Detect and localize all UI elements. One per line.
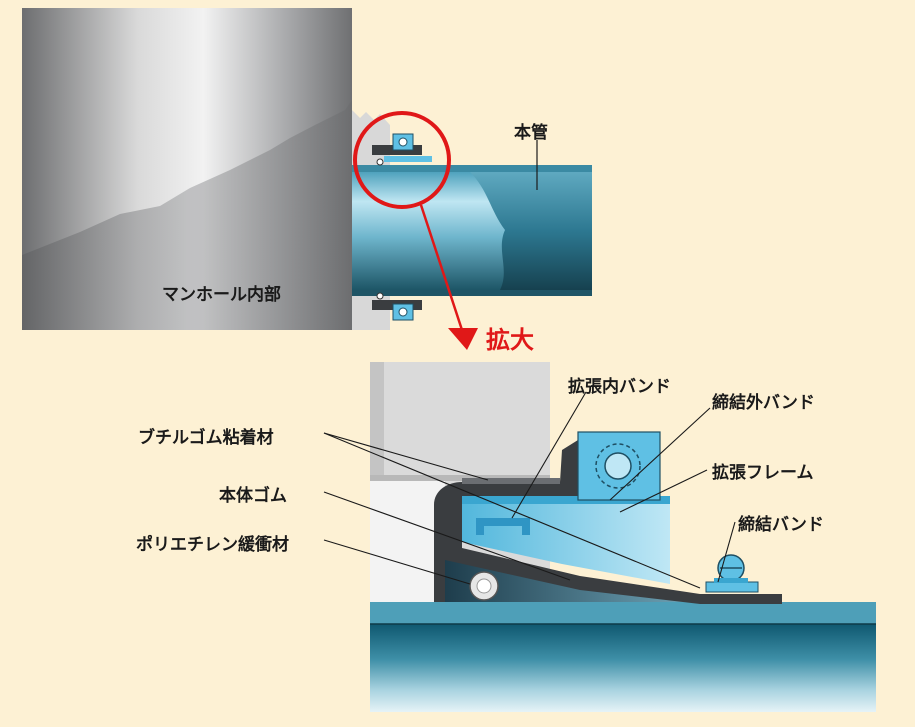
label-tightening-outer-band: 締結外バンド: [712, 393, 815, 413]
label-expansion-frame: 拡張フレーム: [712, 463, 814, 483]
label-main-pipe: 本管: [514, 123, 548, 143]
highlight-circle: [353, 111, 451, 209]
label-expansion-inner-band: 拡張内バンド: [568, 377, 671, 397]
label-tightening-band: 締結バンド: [738, 515, 824, 535]
leader-lines: [323, 391, 736, 589]
label-butyl-adhesive: ブチルゴム粘着材: [138, 428, 274, 448]
pipe-in-wall: [352, 133, 592, 321]
enlarge-arrow-line: [419, 204, 464, 331]
label-manhole-inner: マンホール内部: [162, 285, 281, 305]
label-body-rubber: 本体ゴム: [219, 486, 287, 506]
manhole-wall: [22, 8, 392, 330]
enlarge-arrow-head: [448, 328, 478, 350]
label-enlarge: 拡大: [486, 326, 534, 354]
label-polyethylene-cushion: ポリエチレン緩衝材: [136, 535, 289, 555]
enlarged-section: [370, 362, 876, 712]
